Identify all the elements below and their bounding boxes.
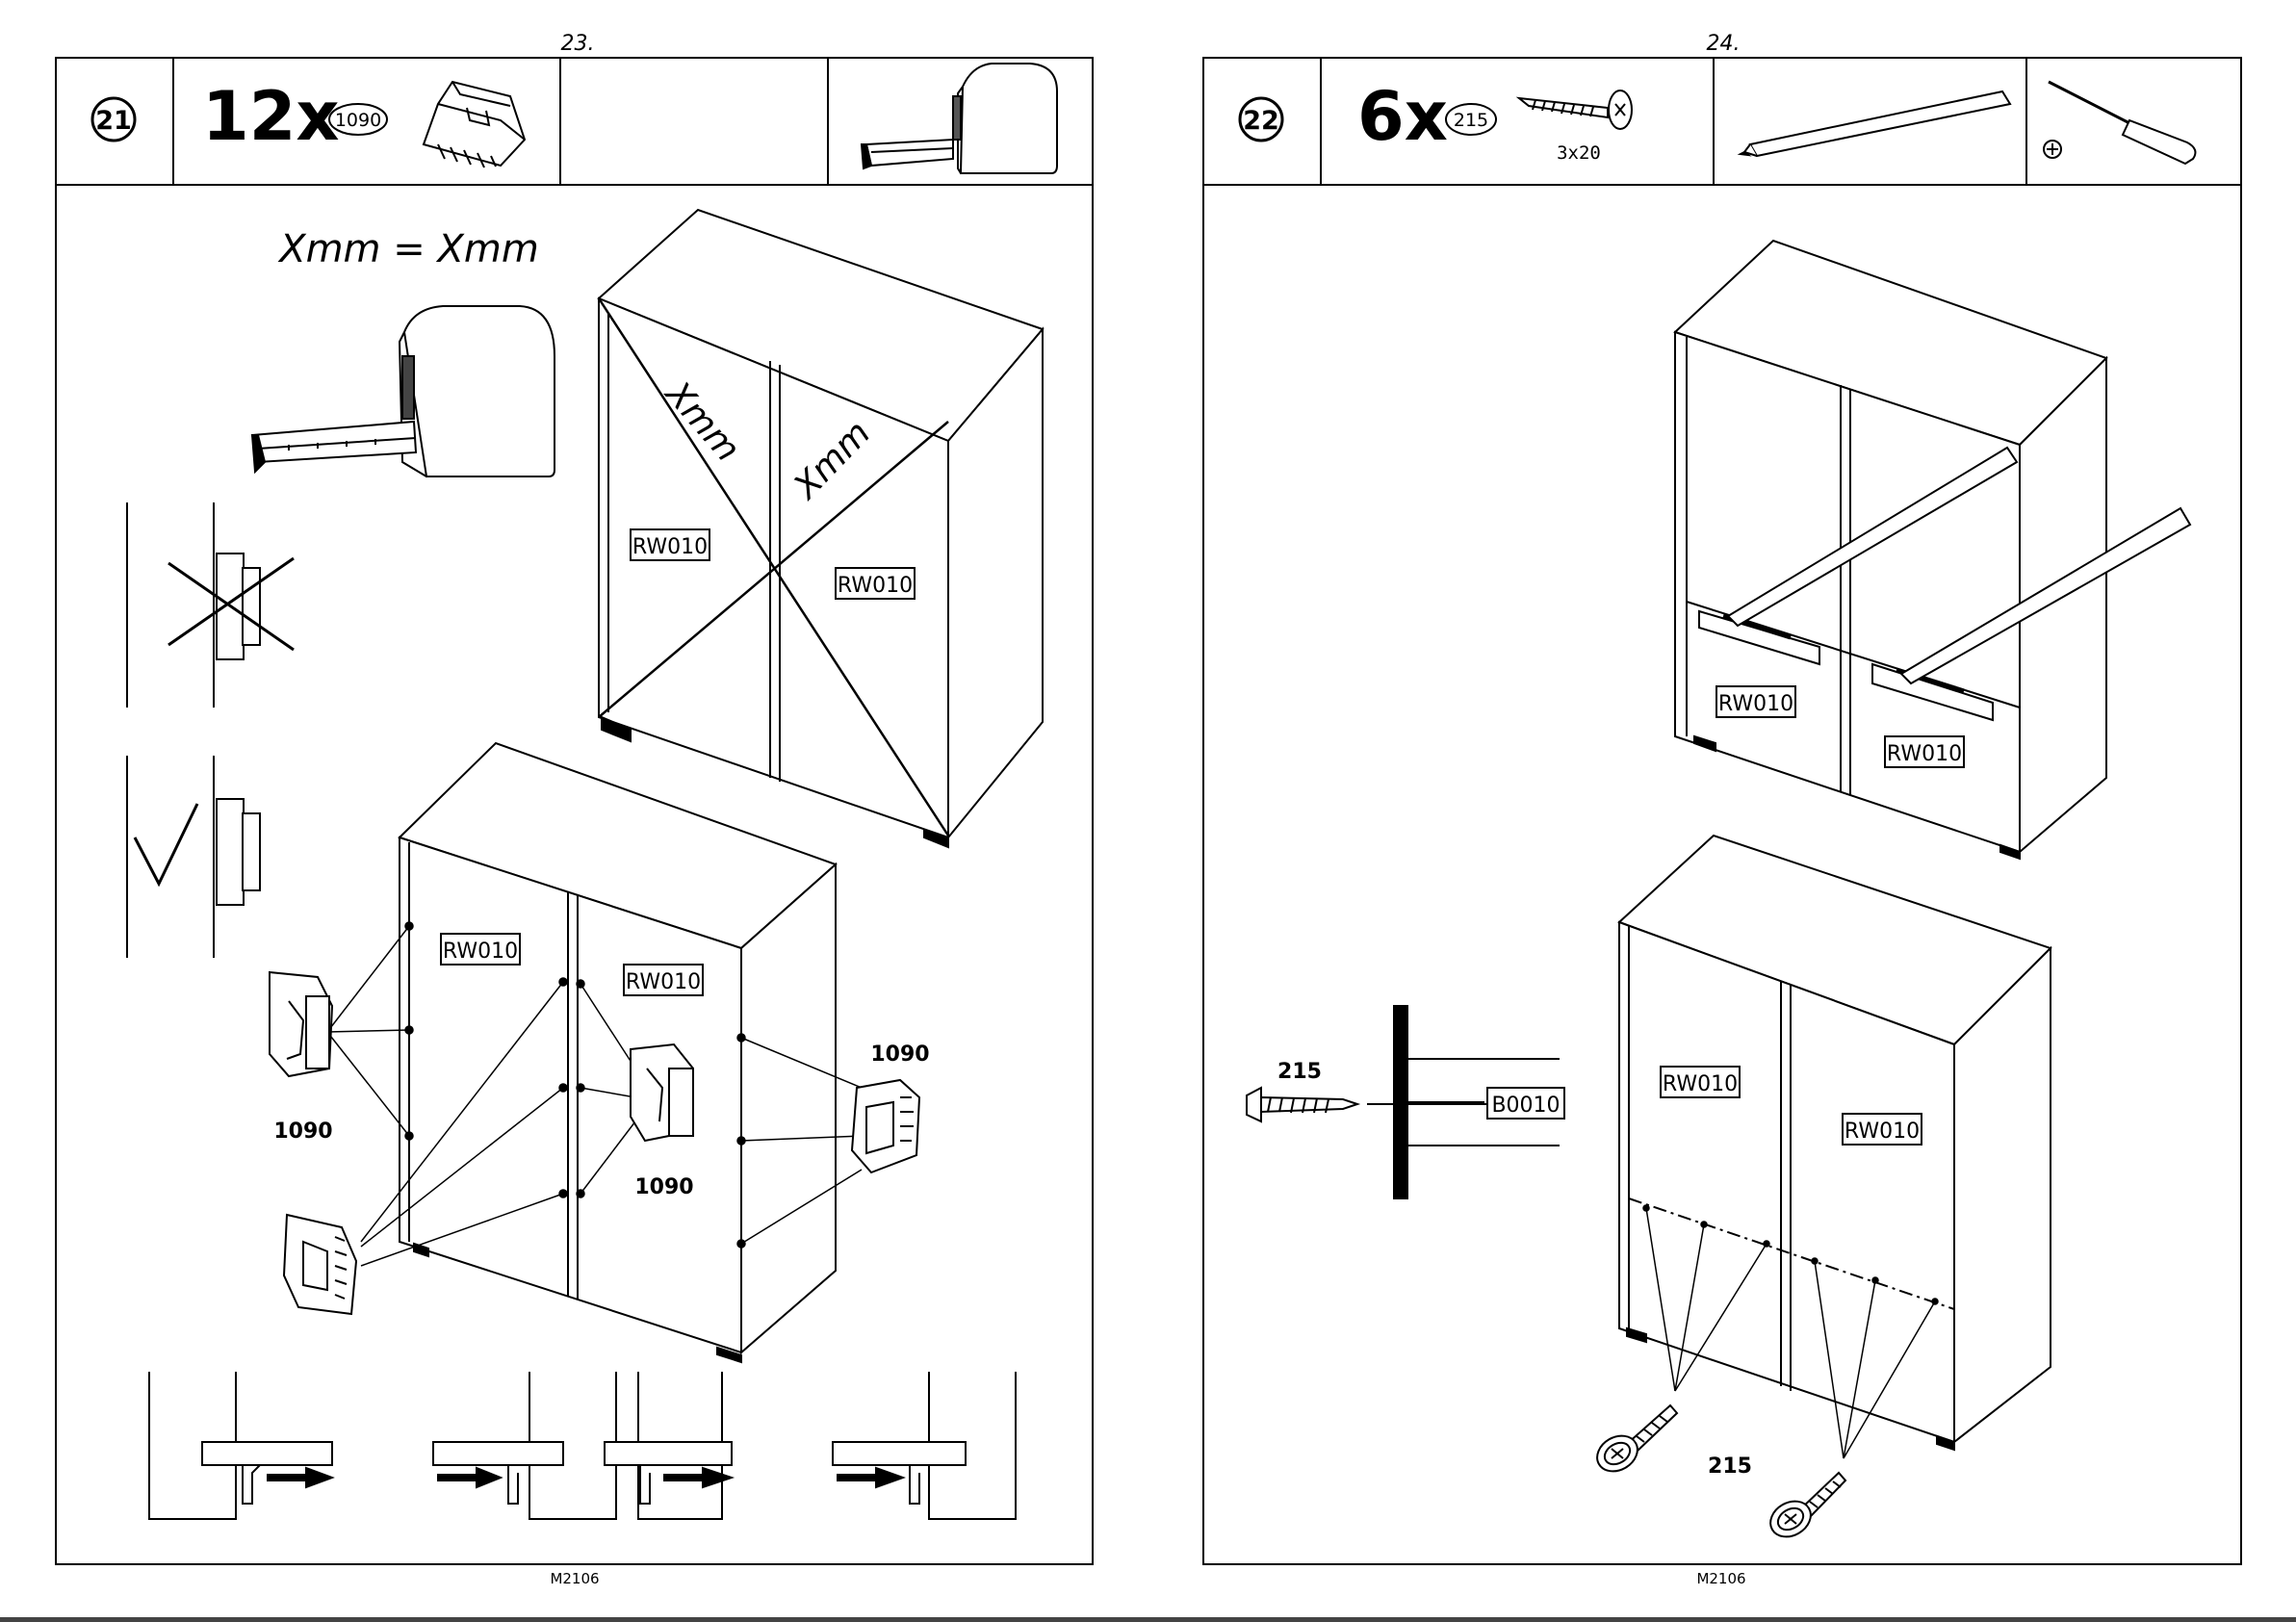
page-23: 23. 21 12x 1090 Xmm bbox=[56, 32, 1093, 1587]
part-id: 1090 bbox=[335, 110, 381, 131]
wrong-clip-example bbox=[127, 502, 294, 708]
footer-code: M2106 bbox=[1696, 1570, 1745, 1587]
page-number: 24. bbox=[1707, 32, 1741, 56]
part-quantity: 6x bbox=[1357, 77, 1448, 156]
panel-label: B0010 bbox=[1491, 1094, 1560, 1118]
door-label: RW010 bbox=[1718, 692, 1793, 716]
step-number: 22 bbox=[1243, 106, 1279, 136]
page-number: 23. bbox=[561, 32, 595, 56]
door-label: RW010 bbox=[838, 574, 913, 598]
step-number: 21 bbox=[95, 106, 132, 136]
door-label: RW010 bbox=[1663, 1072, 1738, 1096]
part-id: 215 bbox=[1454, 110, 1488, 131]
clip-insertion-details bbox=[149, 1372, 1016, 1519]
cabinet-clip-positions bbox=[400, 743, 836, 1362]
tape-measure-icon bbox=[862, 64, 1057, 173]
part-callout: 1090 bbox=[870, 1043, 929, 1067]
part-quantity: 12x bbox=[202, 77, 340, 156]
door-label: RW010 bbox=[632, 535, 708, 559]
cabinet-screw-positions bbox=[1619, 836, 2051, 1450]
hinge-clip-icon bbox=[424, 82, 525, 167]
door-label: RW010 bbox=[443, 940, 518, 964]
pencil-icon bbox=[1741, 91, 2010, 156]
check-icon bbox=[135, 804, 197, 884]
tape-measure-illustration bbox=[252, 306, 555, 476]
part-callout: 215 bbox=[1708, 1455, 1752, 1479]
measure-text: Xmm = Xmm bbox=[277, 227, 539, 271]
door-label: RW010 bbox=[1845, 1120, 1920, 1144]
scan-edge bbox=[0, 1617, 2296, 1622]
screwdriver-icon bbox=[2044, 82, 2195, 164]
part-callout: 1090 bbox=[634, 1175, 693, 1199]
footer-code: M2106 bbox=[550, 1570, 599, 1587]
part-callout: 1090 bbox=[273, 1120, 332, 1144]
part-callout: 215 bbox=[1277, 1060, 1322, 1084]
page-24: 24. 22 6x 215 3x20 bbox=[1203, 32, 2241, 1587]
door-label: RW010 bbox=[1887, 742, 1962, 766]
screw-icon bbox=[1519, 90, 1632, 129]
door-label: RW010 bbox=[626, 970, 701, 994]
part-size: 3x20 bbox=[1557, 142, 1601, 164]
correct-clip-example bbox=[127, 756, 260, 958]
